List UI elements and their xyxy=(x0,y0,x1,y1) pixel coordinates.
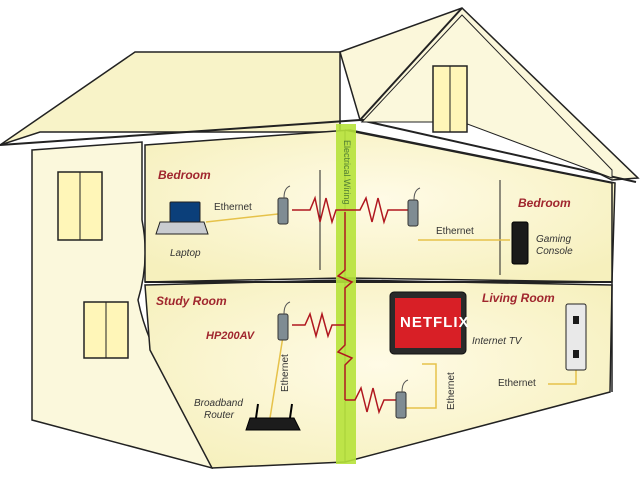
internet-tv-icon xyxy=(389,291,467,355)
internet-tv-label: Internet TV xyxy=(472,336,522,347)
gaming-console-label-line2: Console xyxy=(536,246,573,257)
gaming-console-label-line1: Gaming xyxy=(536,234,572,245)
gaming-console-icon xyxy=(511,221,529,265)
adapter-model-label: HP200AV xyxy=(206,330,255,342)
laptop-icon xyxy=(155,201,209,235)
ethernet-label-study-room: Ethernet xyxy=(280,354,291,392)
router-label-line1: Broadband xyxy=(194,398,243,409)
ethernet-label-bedroom-right: Ethernet xyxy=(436,226,474,237)
router-label-line2: Router xyxy=(204,410,235,421)
room-label-bedroom-left: Bedroom xyxy=(158,168,211,182)
window-attic xyxy=(432,65,468,133)
roof-ridge xyxy=(359,7,463,121)
living-room-device-icon xyxy=(565,303,587,371)
room-label-bedroom-right: Bedroom xyxy=(518,196,571,210)
netflix-logo: NETFLIX xyxy=(400,314,470,331)
window-upper-left xyxy=(57,171,103,241)
powerline-signal xyxy=(292,195,408,415)
ethernet-cables xyxy=(205,213,577,419)
room-label-living-room: Living Room xyxy=(482,291,555,305)
window-lower-left xyxy=(83,301,129,359)
adapter-bedroom-right xyxy=(407,187,421,227)
adapter-living-room xyxy=(395,379,409,419)
ethernet-label-living-room-device: Ethernet xyxy=(498,378,536,389)
laptop-label: Laptop xyxy=(170,248,201,259)
adapter-bedroom-left xyxy=(277,185,291,225)
broadband-router-icon xyxy=(245,403,301,431)
eave-right xyxy=(359,119,637,183)
riser-label: Electrical Wiring xyxy=(342,140,352,205)
lower-floor-interior xyxy=(144,279,613,469)
roof-left xyxy=(0,51,341,146)
ethernet-label-bedroom-left: Ethernet xyxy=(214,202,252,213)
adapter-study-room xyxy=(277,301,291,341)
electrical-wiring-riser xyxy=(336,124,356,464)
room-label-study-room: Study Room xyxy=(156,294,227,308)
eave-line xyxy=(0,119,361,146)
ethernet-label-living-room-tv: Ethernet xyxy=(446,372,457,410)
